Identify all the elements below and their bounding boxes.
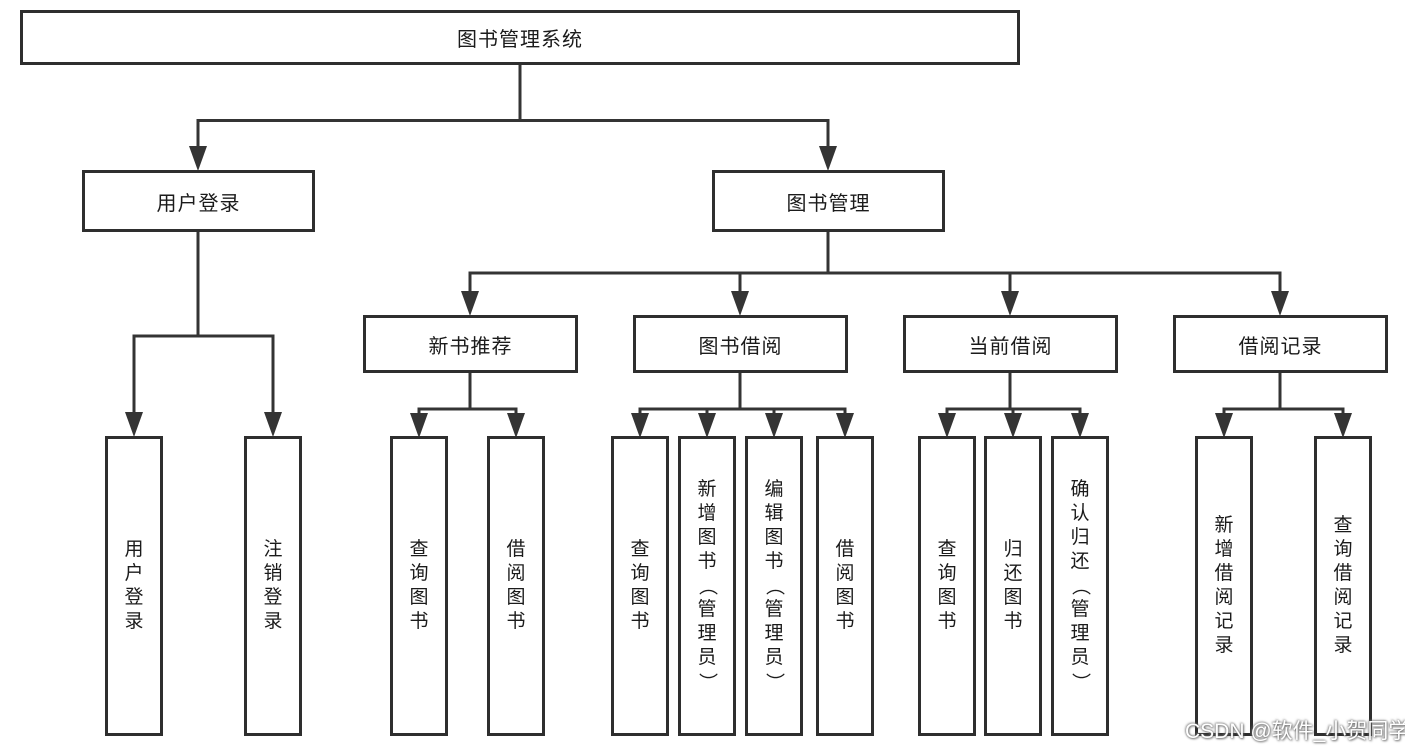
node-label: 借阅记录 — [1238, 335, 1323, 358]
node-leaf-borrow-books-1: 借阅图书 — [487, 436, 545, 736]
arrowhead-icons — [125, 146, 1352, 438]
node-leaf-query-books-2: 查询图书 — [611, 436, 669, 736]
node-label: 确认归还（管理员） — [1069, 479, 1091, 692]
node-label: 图书管理 — [786, 192, 871, 215]
node-leaf-edit-books-admin: 编辑图书（管理员） — [745, 436, 803, 736]
node-label: 图书借阅 — [698, 335, 783, 358]
node-book-borrowing: 图书借阅 — [633, 315, 848, 373]
node-user-login: 用户登录 — [82, 170, 315, 232]
node-new-book-recommend: 新书推荐 — [363, 315, 578, 373]
node-leaf-borrow-books-2: 借阅图书 — [816, 436, 874, 736]
node-borrow-records: 借阅记录 — [1173, 315, 1388, 373]
node-label: 查询图书 — [937, 539, 957, 632]
node-current-borrowing: 当前借阅 — [903, 315, 1118, 373]
node-book-management: 图书管理 — [712, 170, 945, 232]
node-label: 新增借阅记录 — [1214, 515, 1234, 656]
node-leaf-query-books-3: 查询图书 — [918, 436, 976, 736]
node-label: 注销登录 — [263, 539, 283, 632]
csdn-watermark: CSDN @软件_小贺同学 — [1185, 720, 1405, 743]
node-leaf-confirm-return-admin: 确认归还（管理员） — [1051, 436, 1109, 736]
node-leaf-return-books: 归还图书 — [984, 436, 1042, 736]
node-leaf-user-login: 用户登录 — [105, 436, 163, 736]
node-label: 查询图书 — [630, 539, 650, 632]
node-leaf-logout: 注销登录 — [244, 436, 302, 736]
node-label: 借阅图书 — [506, 539, 526, 632]
node-root-library-system: 图书管理系统 — [20, 10, 1020, 65]
node-label: 用户登录 — [124, 539, 144, 632]
node-leaf-add-books-admin: 新增图书（管理员） — [678, 436, 736, 736]
node-label: 编辑图书（管理员） — [763, 479, 785, 692]
node-label: 查询借阅记录 — [1333, 515, 1353, 656]
node-leaf-query-books-1: 查询图书 — [390, 436, 448, 736]
node-label: 图书管理系统 — [457, 29, 583, 51]
node-label: 借阅图书 — [835, 539, 855, 632]
node-label: 新书推荐 — [428, 335, 513, 358]
node-label: 当前借阅 — [968, 335, 1053, 358]
node-label: 用户登录 — [156, 192, 241, 215]
node-label: 查询图书 — [409, 539, 429, 632]
node-label: 新增图书（管理员） — [696, 479, 718, 692]
node-leaf-add-borrow-record: 新增借阅记录 — [1195, 436, 1253, 736]
node-label: 归还图书 — [1003, 539, 1023, 632]
node-leaf-query-borrow-record: 查询借阅记录 — [1314, 436, 1372, 736]
